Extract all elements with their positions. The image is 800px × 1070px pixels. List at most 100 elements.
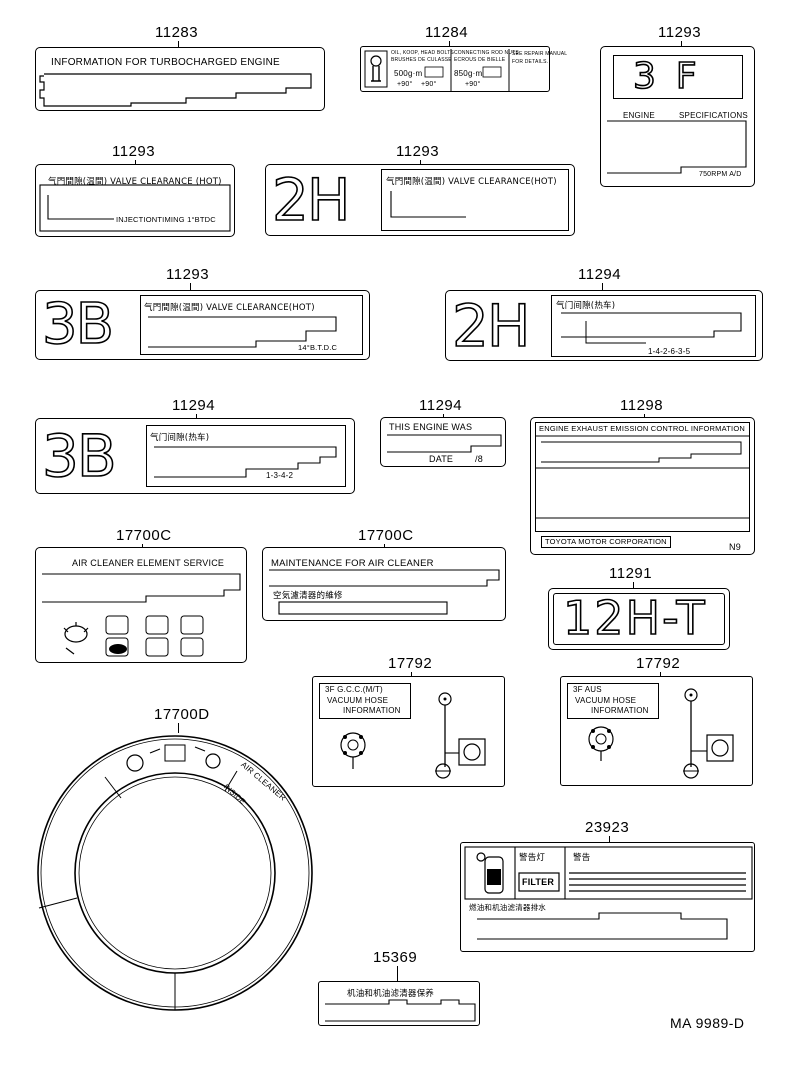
part-number-11294: 11294 — [578, 266, 622, 283]
label-turbo-info: INFORMATION FOR TURBOCHARGED ENGINE — [35, 47, 325, 111]
wrench-icon — [364, 49, 510, 91]
label-text: ENGINE EXHAUST EMISSION CONTROL INFORMAT… — [539, 424, 745, 433]
emission-info-box — [535, 422, 750, 532]
leader-line — [660, 672, 661, 676]
part-number-23923: 23923 — [585, 819, 630, 836]
blank-field-outline — [535, 435, 750, 519]
label-text: TOYOTA MOTOR CORPORATION — [545, 537, 667, 546]
engine-code: 3B — [41, 292, 115, 357]
label-air-cleaner-maintenance: MAINTENANCE FOR AIR CLEANER 空気濾清器的維修 — [262, 547, 506, 621]
label-text: MAINTENANCE FOR AIR CLEANER — [271, 558, 434, 569]
label-text: 气門間隙(温間) VALVE CLEARANCE (HOT) — [48, 177, 222, 187]
label-text: VACUUM HOSE — [327, 696, 389, 705]
blank-field-outline — [607, 120, 747, 174]
air-cleaner-ring-decal — [37, 735, 313, 1011]
clearance-box — [140, 295, 363, 355]
label-text: 14°B.T.D.C — [298, 343, 338, 352]
catalog-code: MA 9989-D — [670, 1015, 745, 1031]
label-text: AIR CLEANER ELEMENT SERVICE — [72, 558, 225, 568]
label-text: 气门间隙(热车) — [556, 301, 616, 311]
engine-code: 2H — [451, 292, 531, 360]
engine-code-box — [613, 55, 743, 99]
label-text: +90° — [465, 81, 481, 88]
engine-code-box — [553, 593, 725, 645]
leader-line — [397, 966, 398, 981]
blank-field-outline — [39, 73, 312, 107]
part-number-11283: 11283 — [155, 24, 199, 41]
part-number-17792: 17792 — [388, 655, 433, 672]
vacuum-hose-diagram — [588, 688, 734, 779]
leader-line — [633, 582, 634, 589]
label-2h-valve-clearance: 2H 气門間隙(温間) VALVE CLEARANCE(HOT) — [265, 164, 575, 236]
label-emission-control: ENGINE EXHAUST EMISSION CONTROL INFORMAT… — [530, 417, 755, 555]
label-text: 燃油和机油滤清器排水 — [469, 903, 546, 912]
part-number-11294: 11294 — [419, 397, 463, 414]
blank-field-outline — [269, 569, 500, 615]
leader-line — [411, 672, 412, 676]
leader-line — [196, 414, 197, 419]
label-3f-engine-spec: 3F ENGINE SPECIFICATIONS 750RPM A/D — [600, 46, 755, 187]
blank-field-outline — [325, 999, 476, 1022]
leader-line — [135, 160, 136, 165]
label-torque-spec: OIL, KOOP, HEAD BOLTS BRUSHES DE CULASSE… — [360, 46, 567, 92]
part-number-17700c: 17700C — [358, 527, 414, 544]
label-vacuum-hose-aus: 3F AUS VACUUM HOSE INFORMATION — [560, 676, 753, 786]
label-text: ENGINE — [623, 111, 655, 120]
label-text: ECROUS DE BIELLE — [454, 57, 506, 63]
leader-line — [190, 283, 191, 291]
label-text: N9 — [729, 542, 741, 552]
label-3b-firing-order: 3B 气门间隙(热车) 1-3-4-2 — [35, 418, 355, 494]
leader-line — [449, 41, 450, 47]
leader-line — [420, 160, 421, 165]
label-12ht-engine-code: 12H-T — [548, 588, 730, 650]
label-text: 500g·m — [394, 69, 423, 78]
clearance-box — [381, 169, 569, 231]
label-text: 3F AUS — [573, 685, 602, 694]
label-text: BRUSHES DE CULASSE — [391, 57, 452, 63]
label-text: +90° — [421, 81, 437, 88]
label-text: 850g·m — [454, 69, 483, 78]
label-text: SEE REPAIR MANUAL — [512, 51, 568, 57]
leader-line — [178, 723, 179, 733]
vacuum-title-box — [319, 683, 411, 719]
label-text: SPECIFICATIONS — [679, 111, 748, 120]
label-text: 警告灯 — [519, 853, 546, 863]
label-text: 空気濾清器的維修 — [273, 591, 343, 601]
label-vacuum-hose-gcc: 3F G.C.C.(M/T) VACUUM HOSE INFORMATION — [312, 676, 505, 787]
part-number-11293: 11293 — [112, 143, 156, 160]
part-number-11293: 11293 — [396, 143, 440, 160]
leader-line — [644, 414, 645, 418]
label-valve-clearance: 气門間隙(温間) VALVE CLEARANCE (HOT) INJECTION… — [35, 164, 235, 237]
leader-line — [384, 544, 385, 548]
vacuum-hose-diagram — [340, 692, 486, 779]
label-text: 气门间隙(热车) — [150, 433, 210, 443]
label-text: FOR DETAILS. — [512, 59, 549, 65]
engine-code: 3F — [632, 56, 717, 97]
label-text: 1-4-2-6-3-5 — [648, 347, 691, 356]
part-number-11293: 11293 — [658, 24, 702, 41]
part-number-17700c: 17700C — [116, 527, 172, 544]
label-text: INFORMATION — [591, 706, 649, 715]
part-number-15369: 15369 — [373, 949, 418, 966]
maker-box — [541, 536, 671, 548]
label-text: 警告 — [573, 853, 591, 863]
blank-field-outline — [387, 434, 502, 453]
warning-layout — [464, 846, 753, 940]
blank-field-outline — [390, 191, 466, 218]
clearance-box — [551, 295, 756, 357]
blank-field-outline — [561, 312, 742, 344]
part-number-11291: 11291 — [609, 565, 653, 582]
blank-field-outline — [154, 446, 337, 478]
label-text: 3F G.C.C.(M/T) — [325, 685, 383, 694]
engine-code: 3B — [41, 422, 117, 490]
label-text: 1-3-4-2 — [266, 471, 294, 480]
leader-line — [602, 283, 603, 291]
label-text: THIS ENGINE WAS — [389, 422, 473, 432]
label-engine-date: THIS ENGINE WAS DATE /8 — [380, 417, 506, 467]
label-text: +90° — [397, 81, 413, 88]
label-air-cleaner-service: AIR CLEANER ELEMENT SERVICE — [35, 547, 247, 663]
label-text: FILTER — [522, 877, 555, 887]
leader-line — [609, 836, 610, 842]
service-diagram — [42, 573, 241, 657]
